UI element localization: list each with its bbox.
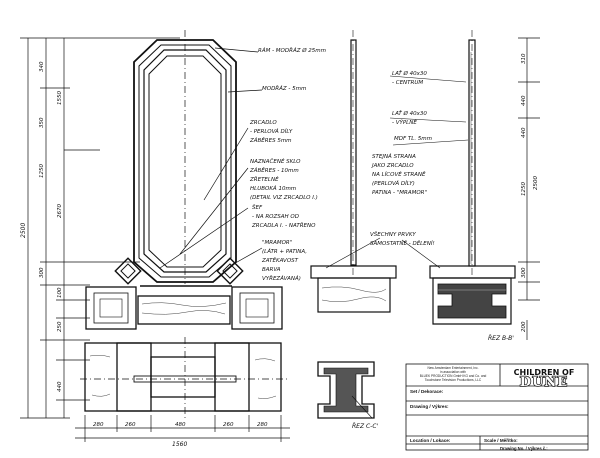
field-location: Location / Lokace: [410, 438, 451, 443]
note-glass: NAZNAČENÉ SKLO [250, 157, 301, 165]
side-note-7: JAKO ZRCADLO [371, 163, 414, 169]
left-dim-1: 340 [39, 61, 45, 72]
note-chef-3: ZRCADLA I. - NATŘENO [251, 221, 316, 229]
side-note-4: - VÝPLNĚ [392, 118, 417, 126]
note-glass-3: ZŘETELNÉ [249, 175, 279, 183]
mirror-frame-front-view [114, 30, 244, 287]
bottom-dim-2: 260 [125, 422, 136, 428]
children-of-dune-logo: CHILDREN OF DUNE [514, 368, 575, 391]
right-dim-2: 440 [521, 95, 527, 106]
left-dim-8: 250 [57, 321, 63, 332]
section-label-bb: ŘEZ B-B' [488, 334, 514, 342]
front-leader-lines [159, 47, 263, 269]
bottom-dim-3: 480 [175, 422, 186, 428]
annotations: 2500 340 350 1250 300 2670 1550 100 250 … [20, 46, 539, 448]
left-dim-3: 1250 [39, 164, 45, 178]
left-dim-total: 2500 [20, 223, 27, 238]
bottom-dim-5: 280 [257, 422, 268, 428]
note-glass-4: HLUBOKÁ 10mm [250, 185, 296, 192]
credit-line-4: Touchstone Television Productions, LLC [424, 378, 482, 382]
left-dim-9: 440 [57, 381, 63, 392]
section-b-b [389, 30, 516, 325]
side-note-11: VŠECHNY PRVKY [370, 231, 416, 238]
note-mirror-3: ZÁBĚRES 5mm [249, 136, 292, 144]
svg-text:CHILDREN OF: CHILDREN OF [514, 368, 575, 377]
svg-text:DUNE: DUNE [520, 375, 568, 390]
note-glass-5: (DETAIL VIZ ZRCADLO I.) [250, 195, 318, 201]
bottom-dim-4: 260 [223, 422, 234, 428]
side-note-12: SAMOSTATNĚ - DĚLENÍ! [370, 239, 435, 247]
note-mirror-2: - PERLOVÁ DÍLY [250, 128, 293, 135]
right-dim-7: 200 [521, 321, 527, 332]
note-marble-5: VYŘEZÁVANÁ) [262, 274, 301, 282]
field-set: Set / Dekorace: [410, 389, 444, 394]
note-marble-3: ZATĚKAVOST [261, 256, 299, 264]
base-front-view [85, 286, 283, 330]
section-c-c [317, 361, 375, 419]
section-label-cc: ŘEZ C-C' [352, 422, 379, 430]
base-top-view [80, 337, 290, 418]
right-dim-4: 1250 [521, 182, 527, 196]
left-dim-5: 2670 [57, 204, 63, 218]
left-dim-6: 1550 [57, 91, 63, 105]
bottom-dimension-line [75, 415, 290, 442]
side-note-10: PATINA - "MRAMOR" [372, 190, 427, 196]
field-drawing-no: Drawing No. / Výkres č.: [500, 446, 548, 451]
side-note-8: NA LÍCOVÉ STRANĚ [372, 170, 426, 178]
side-leader-lines [389, 75, 469, 269]
note-chef: ŠEF [252, 204, 263, 211]
right-dim-5: 300 [521, 267, 527, 278]
note-marble-2: (LÁTR + PATINA, [262, 248, 307, 255]
note-glass-2: ZÁBĚRES - 10mm [249, 166, 299, 174]
side-note-3: LAŤ Ø 40x30 [392, 109, 427, 117]
right-dim-1: 310 [521, 53, 527, 64]
note-molding: MODŘÁZ - 5mm [262, 84, 306, 92]
side-note-1: LAŤ Ø 40x30 [392, 69, 427, 77]
bottom-dim-1: 280 [93, 422, 104, 428]
note-frame: RÁM - MODŘÁZ Ø 25mm [258, 46, 326, 54]
right-dim-6: 2500 [533, 176, 539, 190]
credit-line-2: in association with [440, 370, 466, 374]
side-view [310, 30, 397, 313]
note-marble-4: BARVA [262, 267, 281, 273]
bottom-dim-total: 1560 [172, 441, 187, 448]
side-note-9: (PERLOVÁ DÍLY) [372, 180, 415, 187]
left-dim-4: 300 [39, 267, 45, 278]
note-mirror: ZRCADLO [249, 120, 277, 126]
right-dimension-lines [518, 37, 540, 340]
left-dim-7: 100 [57, 287, 63, 298]
field-drawing: Drawing / Výkres: [410, 404, 449, 409]
company-credits: New Amsterdam Entertainment, Inc. in ass… [408, 366, 498, 382]
left-dim-2: 350 [39, 117, 45, 128]
credit-line-3: BLUEK PRODUCTION GmbH KG and Co. and [419, 374, 487, 378]
title-block [405, 363, 589, 451]
credit-line-1: New Amsterdam Entertainment, Inc. [427, 366, 479, 370]
side-note-5: MDF TL. 5mm [394, 136, 432, 142]
left-dimension-lines [20, 37, 180, 419]
note-marble: "MRAMOR" [262, 240, 292, 246]
note-chef-2: - NA ROZSAH OD [252, 214, 299, 220]
side-note-6: STEJNÁ STRANA [372, 153, 416, 160]
side-note-2: - CENTRUM [392, 80, 423, 86]
right-dim-3: 440 [521, 127, 527, 138]
field-scale: Scale / Měřítko: [484, 438, 518, 443]
